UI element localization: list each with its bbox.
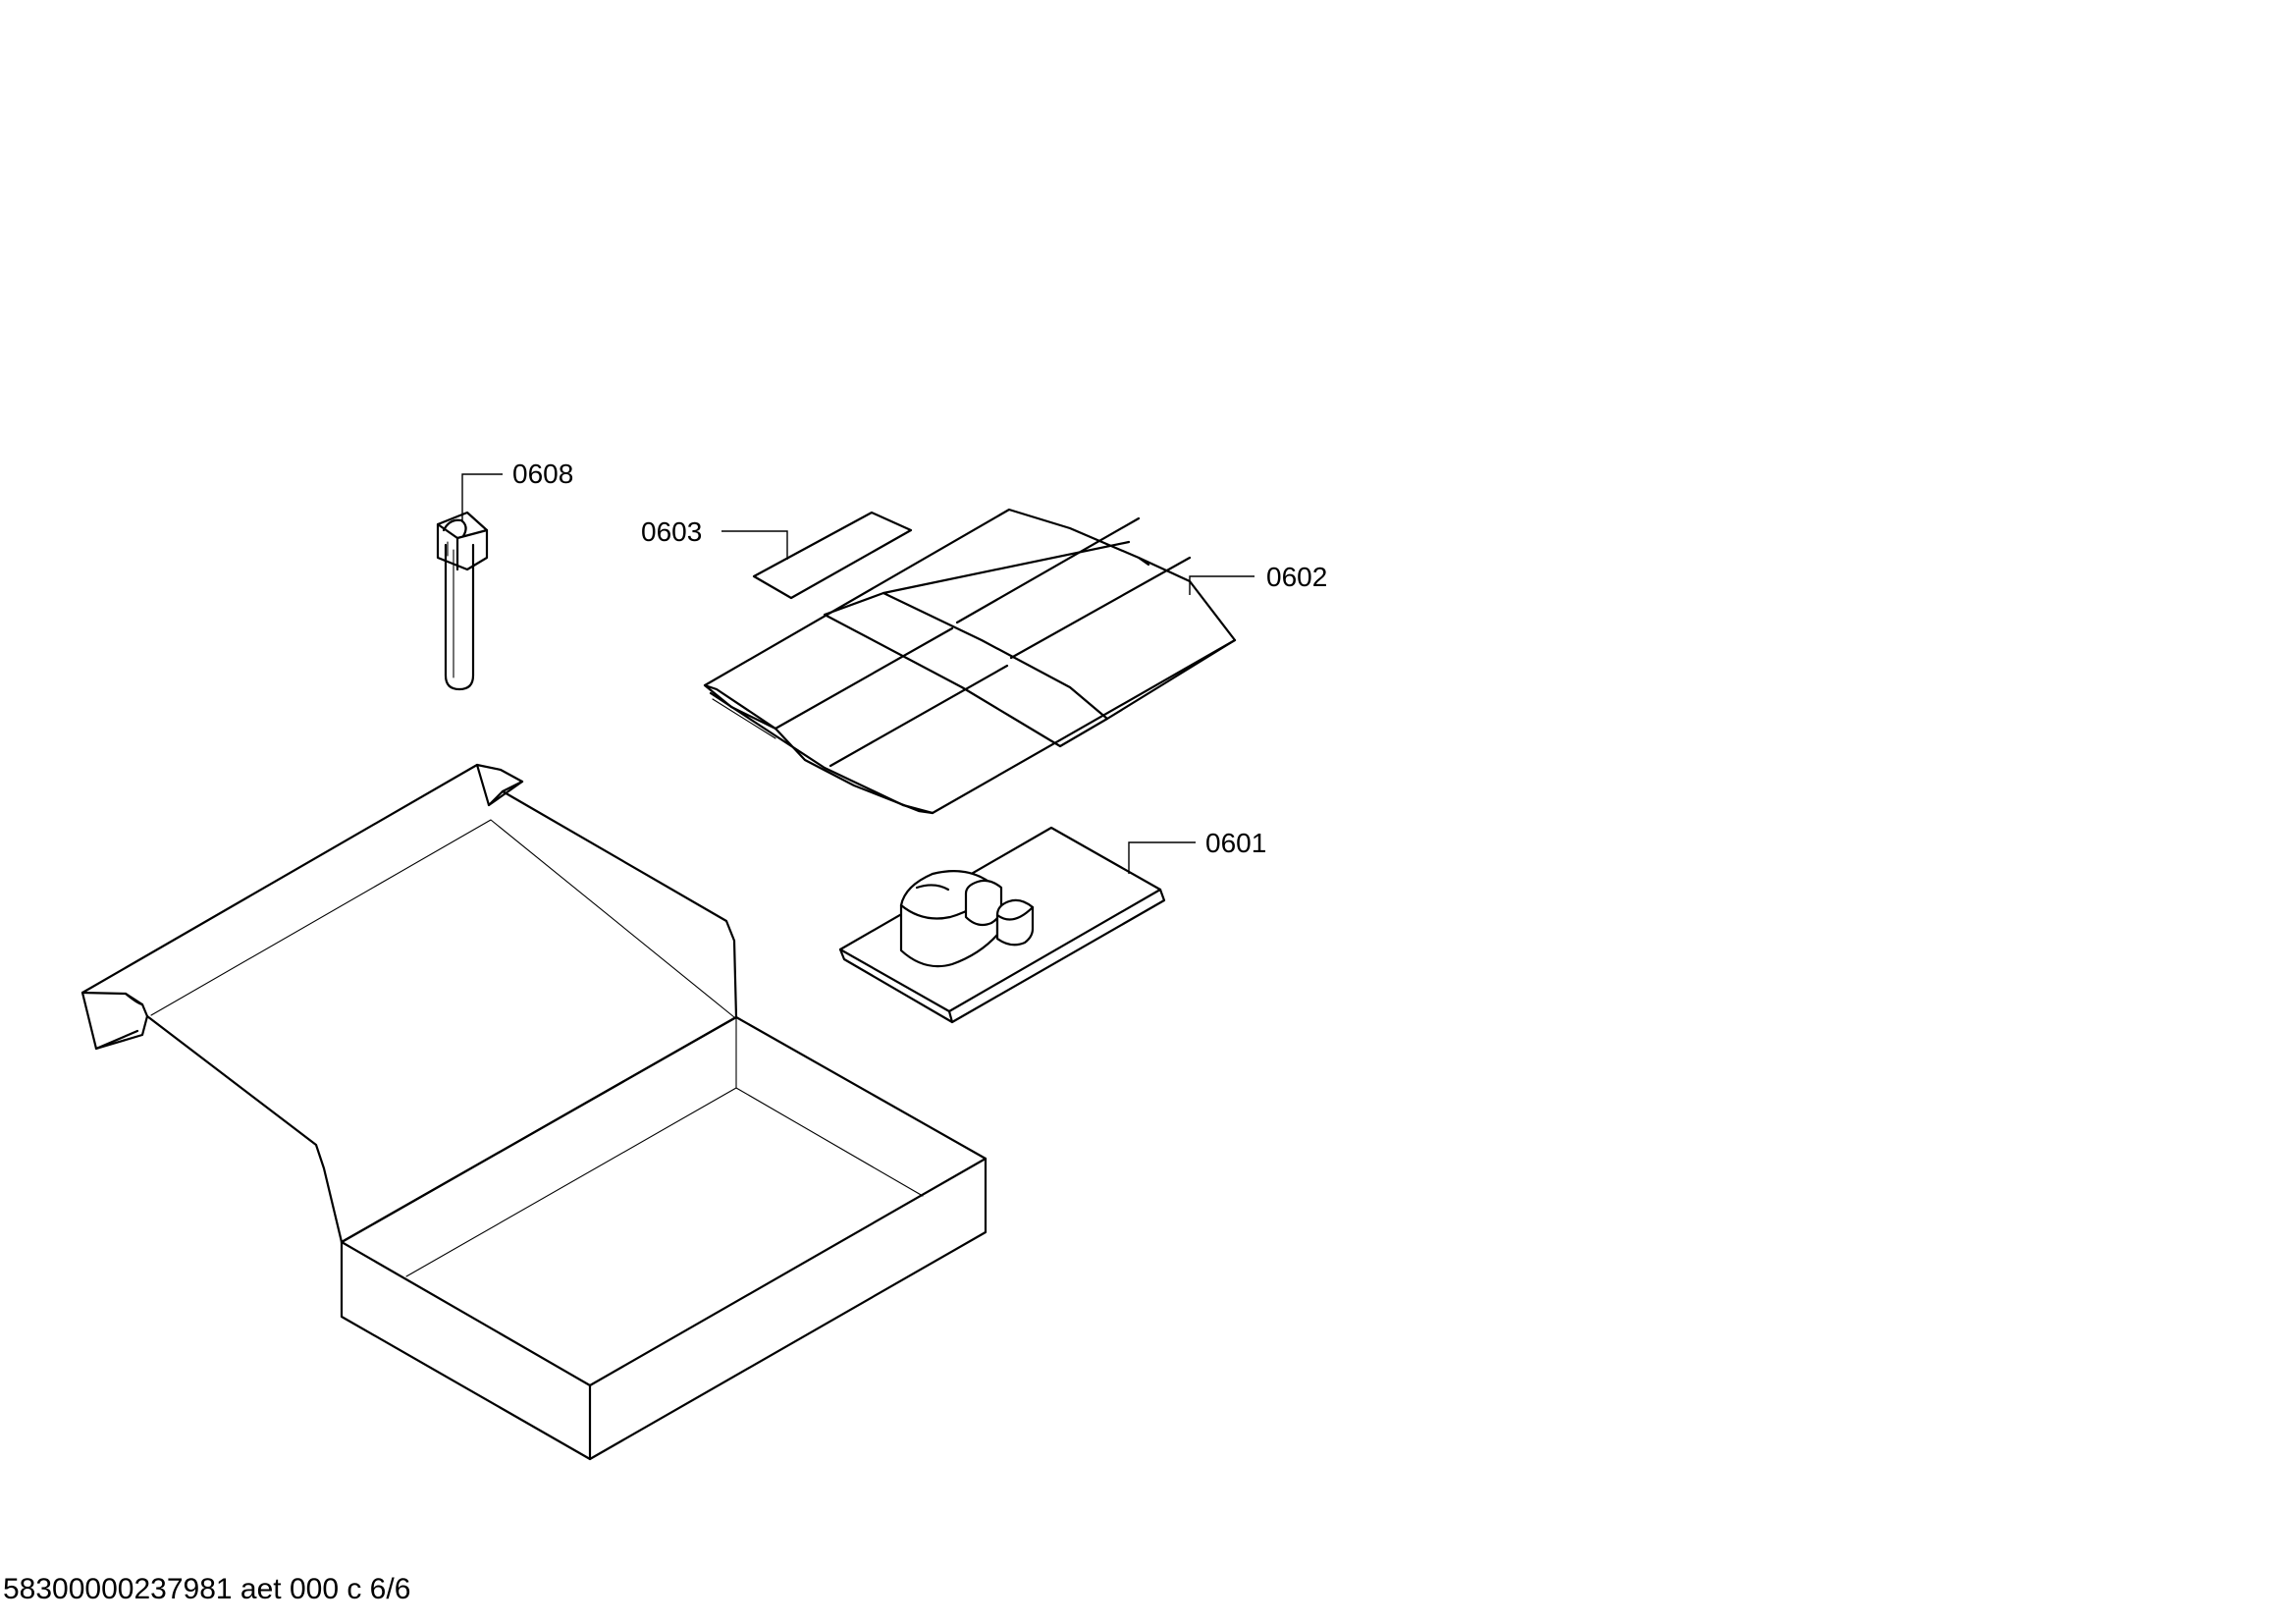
open-carton-box <box>80 763 988 1461</box>
callout-label-0601: 0601 <box>1205 828 1266 858</box>
callout-label-0608: 0608 <box>512 459 573 489</box>
callout-0602: 0602 <box>1189 562 1327 595</box>
callout-0608: 0608 <box>461 459 573 522</box>
part-0603-label <box>752 511 913 600</box>
callout-0603: 0603 <box>641 516 788 560</box>
part-0608-bolt <box>436 511 489 691</box>
document-footer-id: 58300000237981 aet 000 c 6/6 <box>3 1573 411 1605</box>
callout-0601: 0601 <box>1128 828 1266 874</box>
part-0601-circuit-board <box>838 826 1166 1024</box>
part-0602-manual <box>703 508 1237 815</box>
callout-label-0602: 0602 <box>1266 562 1327 592</box>
callout-label-0603: 0603 <box>641 516 702 547</box>
